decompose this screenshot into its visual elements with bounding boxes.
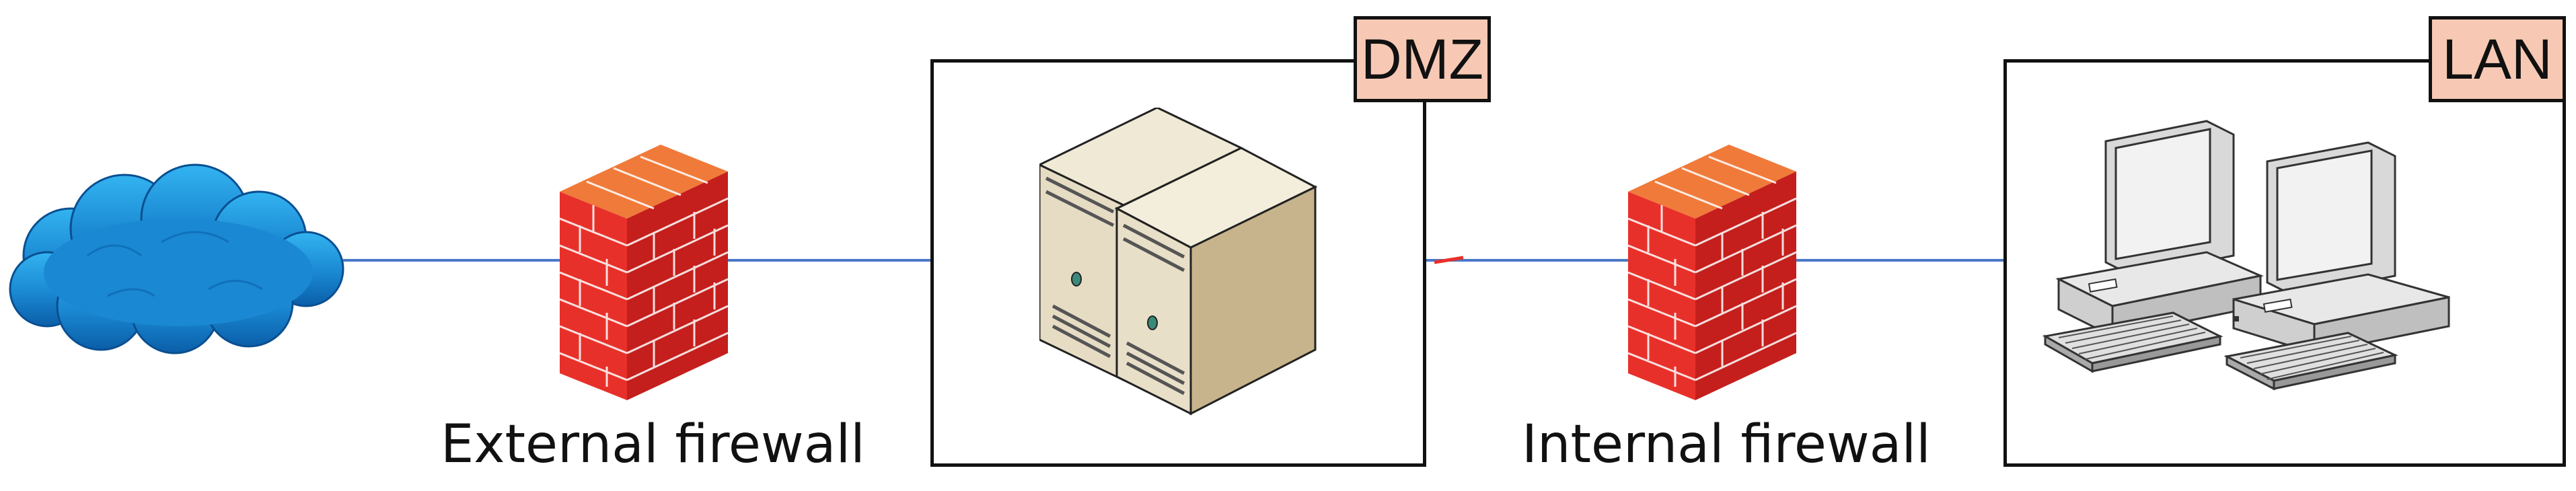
lan-zone-tag: LAN bbox=[2429, 16, 2566, 102]
internal-firewall-label: Internal firewall bbox=[1522, 414, 1931, 475]
external-firewall-label: External firewall bbox=[441, 414, 865, 475]
firewall-icon bbox=[560, 145, 728, 400]
cloud-icon bbox=[9, 163, 344, 354]
server-icon bbox=[1039, 108, 1318, 416]
workstation-icon bbox=[2042, 120, 2450, 391]
dmz-zone-tag: DMZ bbox=[1354, 16, 1491, 102]
firewall-icon bbox=[1628, 145, 1796, 400]
small-red-mark bbox=[1434, 256, 1464, 264]
